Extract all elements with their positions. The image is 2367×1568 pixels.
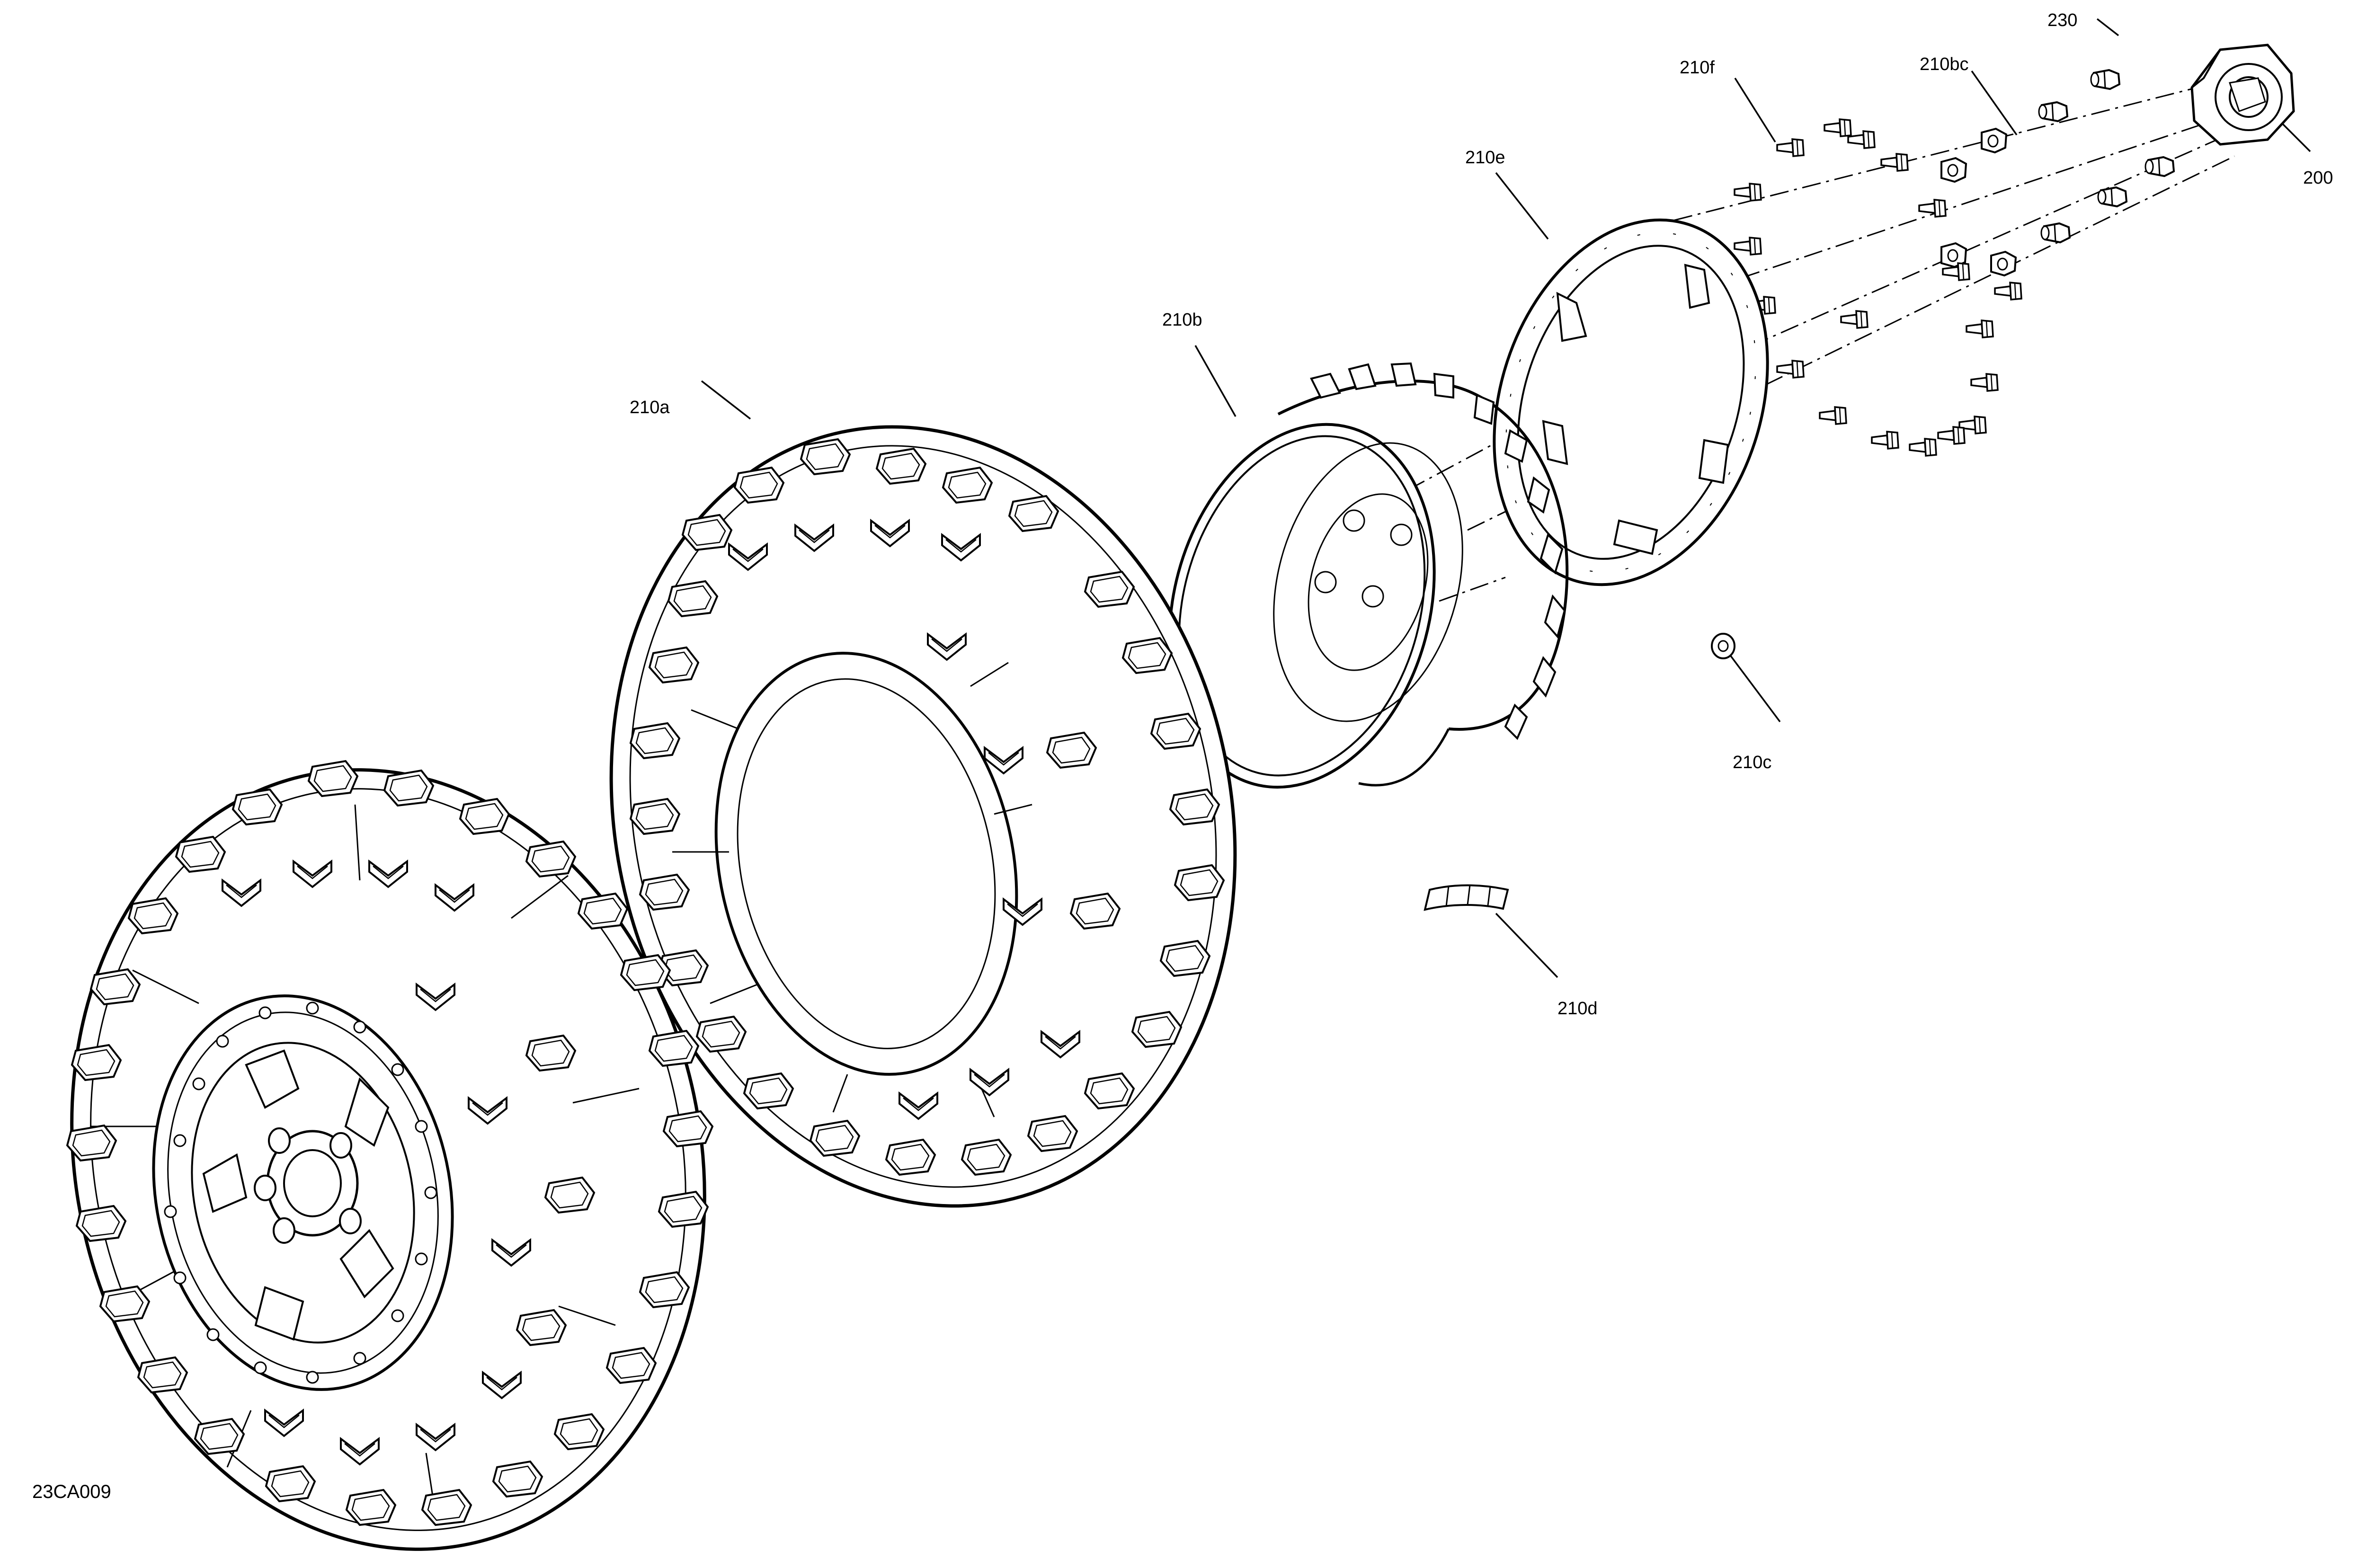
rim-210b — [1168, 362, 1569, 789]
callout-210d: 210d — [1557, 999, 1598, 1019]
callout-210f: 210f — [1680, 58, 1715, 78]
beadlock-bolts — [1734, 118, 2022, 457]
callout-210a: 210a — [630, 398, 670, 417]
callout-230: 230 — [2047, 10, 2078, 30]
valve-stem-210c — [1711, 633, 1735, 659]
assembled-wheel — [66, 760, 713, 1551]
callout-200: 200 — [2303, 168, 2333, 188]
callout-210e: 210e — [1465, 148, 1505, 168]
wheel-weight-210d — [1424, 884, 1509, 911]
hub-cap-200 — [2190, 44, 2295, 146]
beadlock-ring-210e — [1493, 218, 1769, 586]
flange-nuts — [1940, 128, 2017, 276]
callout-210bc: 210bc — [1920, 54, 1969, 74]
figure-code: 23CA009 — [32, 1481, 111, 1502]
callout-210b: 210b — [1162, 310, 1202, 330]
lug-nuts — [2038, 69, 2175, 243]
tire-210a — [609, 425, 1237, 1208]
callout-210c: 210c — [1733, 753, 1772, 772]
